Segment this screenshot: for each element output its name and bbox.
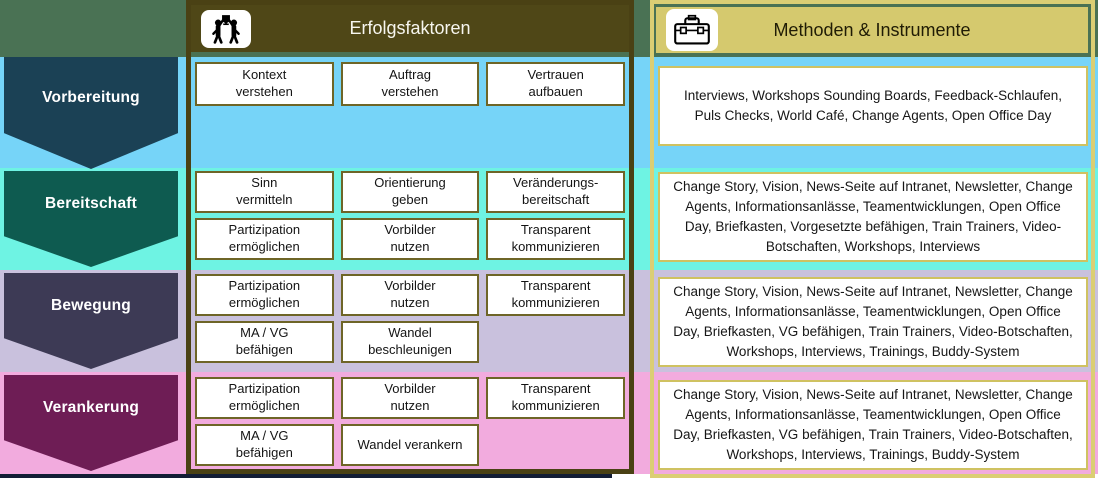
factor-box: Wandel beschleunigen: [340, 321, 480, 363]
factor-box: Vertrauen aufbauen: [486, 62, 625, 106]
factor-box: Kontext verstehen: [195, 62, 334, 106]
methoden-header: Methoden & Instrumente: [656, 7, 1088, 53]
methoden-frame: [650, 0, 1095, 478]
phase-label: Bewegung: [51, 297, 131, 314]
factor-grid-bereitschaft: Sinn vermitteln Orientierung geben Verän…: [195, 171, 625, 260]
factor-box: Partizipation ermöglichen: [195, 274, 334, 316]
factor-grid-vorbereitung: Kontext verstehen Auftrag verstehen Vert…: [195, 62, 625, 106]
phase-label: Bereitschaft: [45, 195, 137, 212]
factor-box: Auftrag verstehen: [340, 62, 480, 106]
factor-box: Veränderungs- bereitschaft: [486, 171, 625, 213]
phase-label: Vorbereitung: [42, 89, 140, 106]
bottom-bar: [0, 474, 612, 478]
factor-grid-verankerung: Partizipation ermöglichen Vorbilder nutz…: [195, 377, 625, 466]
factor-box: Vorbilder nutzen: [340, 377, 480, 419]
people-trophy-icon: [201, 9, 251, 48]
factor-box: Sinn vermitteln: [195, 171, 334, 213]
factor-box: Vorbilder nutzen: [340, 218, 480, 260]
methoden-title: Methoden & Instrumente: [773, 19, 971, 40]
factor-box: Transparent kommunizieren: [486, 377, 625, 419]
erfolgsfaktoren-header: Erfolgsfaktoren: [191, 5, 629, 52]
methods-box-bereitschaft: Change Story, Vision, News-Seite auf Int…: [658, 172, 1088, 262]
factor-box: MA / VG befähigen: [195, 424, 334, 466]
factor-box: Wandel verankern: [340, 424, 480, 466]
methods-box-verankerung: Change Story, Vision, News-Seite auf Int…: [658, 380, 1088, 470]
factor-box: Partizipation ermöglichen: [195, 377, 334, 419]
methods-box-vorbereitung: Interviews, Workshops Sounding Boards, F…: [658, 66, 1088, 146]
factor-box: Orientierung geben: [340, 171, 480, 213]
factor-box: Transparent kommunizieren: [486, 218, 625, 260]
factor-box: Vorbilder nutzen: [340, 274, 480, 316]
factor-grid-bewegung: Partizipation ermöglichen Vorbilder nutz…: [195, 274, 625, 363]
methods-box-bewegung: Change Story, Vision, News-Seite auf Int…: [658, 277, 1088, 367]
factor-box: MA / VG befähigen: [195, 321, 334, 363]
erfolgsfaktoren-frame: [186, 0, 634, 474]
factor-box: Transparent kommunizieren: [486, 274, 625, 316]
erfolgsfaktoren-title: Erfolgsfaktoren: [349, 18, 471, 38]
factor-box: Partizipation ermöglichen: [195, 218, 334, 260]
phase-label: Verankerung: [42, 399, 140, 416]
toolbox-icon: [666, 9, 718, 51]
